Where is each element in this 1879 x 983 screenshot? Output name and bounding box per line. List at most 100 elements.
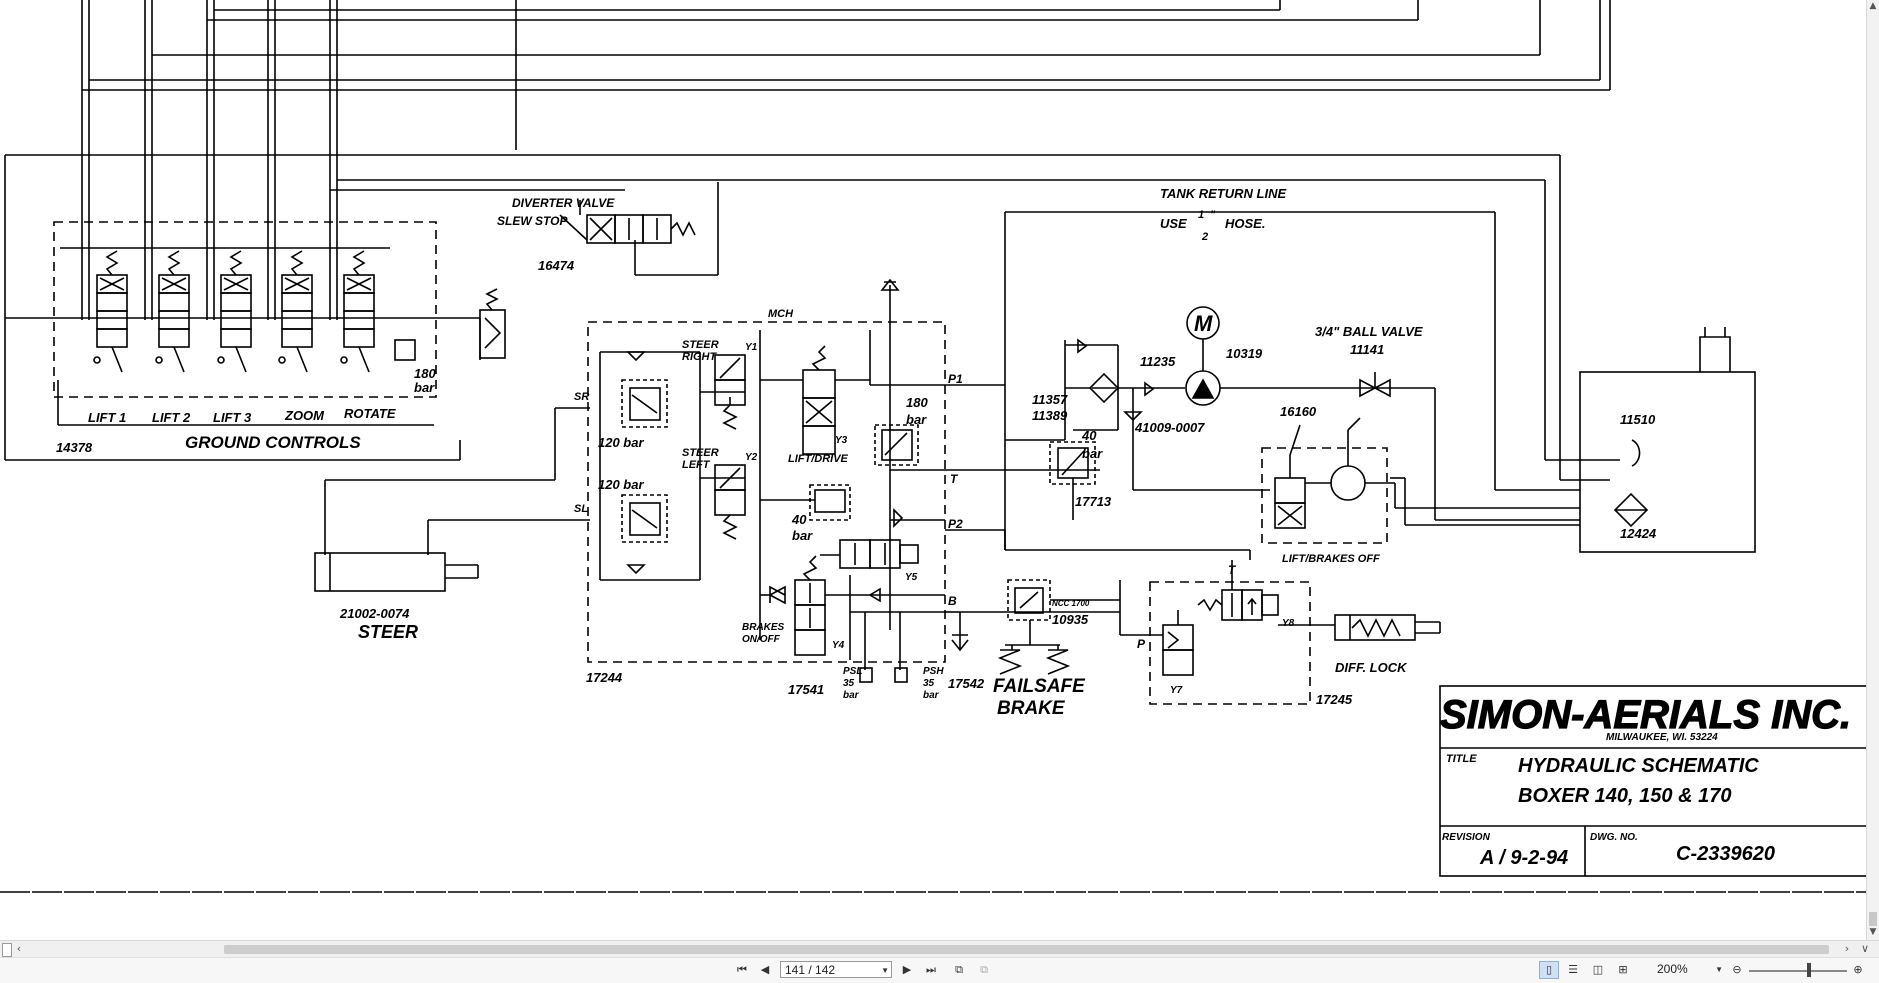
label-11510: 11510 <box>1620 412 1656 427</box>
label-lift2: LIFT 2 <box>152 410 191 425</box>
zoom-in-icon: ⊕ <box>1853 963 1863 976</box>
first-page-icon: ⏮ <box>737 963 747 976</box>
facing-continuous-view-icon: ⊞ <box>1618 963 1628 976</box>
label-40bar-1: 40 <box>791 512 807 527</box>
drawing-label: DWG. NO. <box>1590 832 1638 843</box>
revision-label: REVISION <box>1442 832 1491 843</box>
label-41009: 41009-0007 <box>1134 420 1205 435</box>
scroll-left-icon[interactable]: ‹ <box>16 942 22 955</box>
scroll-right-end-icon[interactable]: ∨ <box>1860 942 1870 955</box>
label-y3: Y3 <box>835 435 848 446</box>
previous-page-button[interactable]: ◀ <box>756 962 774 978</box>
document-viewport[interactable]: LIFT 1 LIFT 2 LIFT 3 ZOOM ROTATE 14378 1… <box>0 0 1867 940</box>
label-y5: Y5 <box>905 572 918 583</box>
next-page-button[interactable]: ▶ <box>898 962 916 978</box>
facing-view-button[interactable]: ◫ <box>1589 962 1607 978</box>
drawing-value: C-2339620 <box>1676 843 1775 865</box>
label-11141: 11141 <box>1350 342 1384 357</box>
label-t: T <box>950 472 959 486</box>
vertical-scrollbar[interactable]: ▲ ▼ <box>1866 0 1879 940</box>
label-p-port: P <box>1137 637 1146 651</box>
zoom-chevron-down-icon: ▼ <box>1715 965 1723 974</box>
label-17244: 17244 <box>586 670 623 685</box>
zoom-in-button[interactable]: ⊕ <box>1849 962 1867 978</box>
label-10319: 10319 <box>1226 346 1263 361</box>
label-brakes-2: ON/OFF <box>742 634 781 645</box>
title-line-1: HYDRAULIC SCHEMATIC <box>1518 755 1759 777</box>
zoom-level: 200% <box>1657 962 1688 976</box>
label-11235: 11235 <box>1140 354 1176 369</box>
label-17542: 17542 <box>948 676 985 691</box>
label-120bar-b: 120 bar <box>598 477 644 492</box>
insert-page-button[interactable]: ⧉ <box>975 962 993 978</box>
label-sr: SR <box>574 391 589 403</box>
zoom-level-select[interactable]: 200% ▼ <box>1657 961 1725 978</box>
horizontal-scroll-thumb[interactable] <box>224 945 1829 954</box>
label-11357: 11357 <box>1032 392 1068 407</box>
label-180-gc: 180 <box>414 366 436 381</box>
label-t-port: T <box>1228 563 1237 577</box>
label-120bar-a: 120 bar <box>598 435 644 450</box>
label-y8: Y8 <box>1282 618 1295 629</box>
single-page-view-icon: ▯ <box>1545 963 1553 976</box>
scroll-right-icon[interactable]: › <box>1844 942 1850 955</box>
label-psl-3: bar <box>843 690 860 701</box>
facing-continuous-view-button[interactable]: ⊞ <box>1614 962 1632 978</box>
hydraulic-schematic: LIFT 1 LIFT 2 LIFT 3 ZOOM ROTATE 14378 1… <box>0 0 1867 893</box>
zoom-slider[interactable] <box>1749 970 1847 972</box>
company-name: SIMON-AERIALS INC. <box>1440 693 1851 737</box>
label-frac-den: 2 <box>1201 231 1208 243</box>
horizontal-scrollbar[interactable]: ‹ › ∨ <box>0 940 1879 957</box>
label-mch: MCH <box>768 308 794 320</box>
vertical-scroll-thumb[interactable] <box>1869 912 1877 926</box>
label-180bar-1: 180 <box>906 395 928 410</box>
label-40bar-2: bar <box>792 528 813 543</box>
label-tank-return: TANK RETURN LINE <box>1160 186 1286 201</box>
label-failsafe: FAILSAFE <box>993 676 1086 697</box>
zoom-out-icon: ⊖ <box>1732 963 1742 976</box>
next-page-icon: ▶ <box>902 963 912 976</box>
label-40bar-b1: 40 <box>1081 428 1097 443</box>
last-page-button[interactable]: ⏭ <box>922 962 940 978</box>
label-p2: P2 <box>948 517 963 531</box>
label-ground-controls: GROUND CONTROLS <box>185 433 361 452</box>
label-psh-1: PSH <box>923 666 944 677</box>
label-12424: 12424 <box>1620 526 1657 541</box>
label-steer-left-2: LEFT <box>682 459 711 471</box>
label-y1: Y1 <box>745 342 758 353</box>
label-17713: 17713 <box>1075 494 1112 509</box>
label-frac-exp: " <box>1210 209 1216 221</box>
scroll-up-icon[interactable]: ▲ <box>1869 1 1877 11</box>
page-number-select[interactable]: 141 / 142 ▼ <box>780 961 892 978</box>
label-40bar-b2: bar <box>1082 446 1103 461</box>
pump-motor-m: M <box>1194 311 1213 336</box>
label-ball-valve: 3/4" BALL VALVE <box>1315 324 1423 339</box>
label-11389: 11389 <box>1032 408 1068 423</box>
extract-page-button[interactable]: ⧉ <box>950 962 968 978</box>
label-slew-stop: SLEW STOP <box>497 214 568 228</box>
scroll-down-icon[interactable]: ▼ <box>1869 927 1877 937</box>
single-page-view-button[interactable]: ▯ <box>1539 961 1559 979</box>
title-label: TITLE <box>1446 753 1477 765</box>
continuous-view-button[interactable]: ☰ <box>1564 962 1582 978</box>
label-steer-right-2: RIGHT <box>682 351 718 363</box>
label-use: USE <box>1160 216 1187 231</box>
label-psl-2: 35 <box>843 678 855 689</box>
label-brakes-1: BRAKES <box>742 622 785 633</box>
previous-page-icon: ◀ <box>760 963 770 976</box>
zoom-out-button[interactable]: ⊖ <box>1728 962 1746 978</box>
label-psl-1: PSL <box>843 666 862 677</box>
chevron-down-icon: ▼ <box>881 966 889 975</box>
continuous-view-icon: ☰ <box>1568 963 1578 976</box>
zoom-slider-handle[interactable] <box>1807 963 1811 977</box>
label-steer-right-1: STEER <box>682 339 719 351</box>
label-y4: Y4 <box>832 640 845 651</box>
label-psh-3: bar <box>923 690 940 701</box>
last-page-icon: ⏭ <box>926 963 936 976</box>
first-page-button[interactable]: ⏮ <box>733 962 751 978</box>
label-p1: P1 <box>948 372 963 386</box>
label-17245: 17245 <box>1316 692 1353 707</box>
label-14378: 14378 <box>56 440 93 455</box>
title-line-2: BOXER 140, 150 & 170 <box>1518 785 1731 807</box>
label-17541: 17541 <box>788 682 824 697</box>
